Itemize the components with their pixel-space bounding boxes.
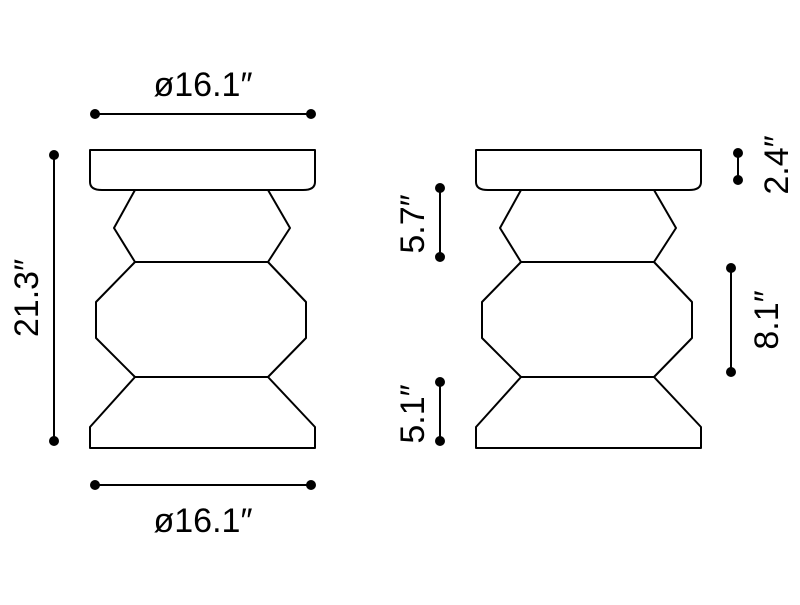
base-section-label: 5.1″ <box>394 384 432 443</box>
overall-height-dimension: 21.3″ <box>8 150 59 446</box>
upper-section-label: 5.7″ <box>394 194 432 253</box>
top-thickness-label: 2.4″ <box>758 135 796 194</box>
middle-section-endpoint-bottom <box>726 367 736 377</box>
top-diameter-endpoint-left <box>90 109 100 119</box>
bottom-diameter-label: ø16.1″ <box>154 502 253 540</box>
top-diameter-label: ø16.1″ <box>154 66 253 104</box>
base-section-endpoint-bottom <box>435 436 445 446</box>
right-stool-top-slab <box>475 149 702 191</box>
base-section-dimension: 5.1″ <box>394 377 445 446</box>
middle-section-dimension: 8.1″ <box>726 263 786 377</box>
middle-section-label: 8.1″ <box>748 290 786 349</box>
upper-section-dimension: 5.7″ <box>394 183 445 262</box>
left-stool-body <box>89 189 316 449</box>
overall-height-label: 21.3″ <box>8 259 46 337</box>
left-stool-top-slab <box>89 149 316 191</box>
middle-section-endpoint-top <box>726 263 736 273</box>
top-thickness-endpoint-top <box>733 148 743 158</box>
right-stool-view <box>475 149 702 449</box>
top-thickness-endpoint-bottom <box>733 175 743 185</box>
top-thickness-dimension: 2.4″ <box>733 135 796 195</box>
upper-section-endpoint-top <box>435 183 445 193</box>
right-stool-body <box>475 189 702 449</box>
overall-height-endpoint-top <box>49 150 59 160</box>
left-stool-view <box>89 149 316 449</box>
top-diameter-endpoint-right <box>306 109 316 119</box>
bottom-diameter-endpoint-right <box>306 480 316 490</box>
base-section-endpoint-top <box>435 377 445 387</box>
bottom-diameter-dimension: ø16.1″ <box>90 480 316 540</box>
upper-section-endpoint-bottom <box>435 252 445 262</box>
top-diameter-dimension: ø16.1″ <box>90 66 316 119</box>
overall-height-endpoint-bottom <box>49 436 59 446</box>
bottom-diameter-endpoint-left <box>90 480 100 490</box>
